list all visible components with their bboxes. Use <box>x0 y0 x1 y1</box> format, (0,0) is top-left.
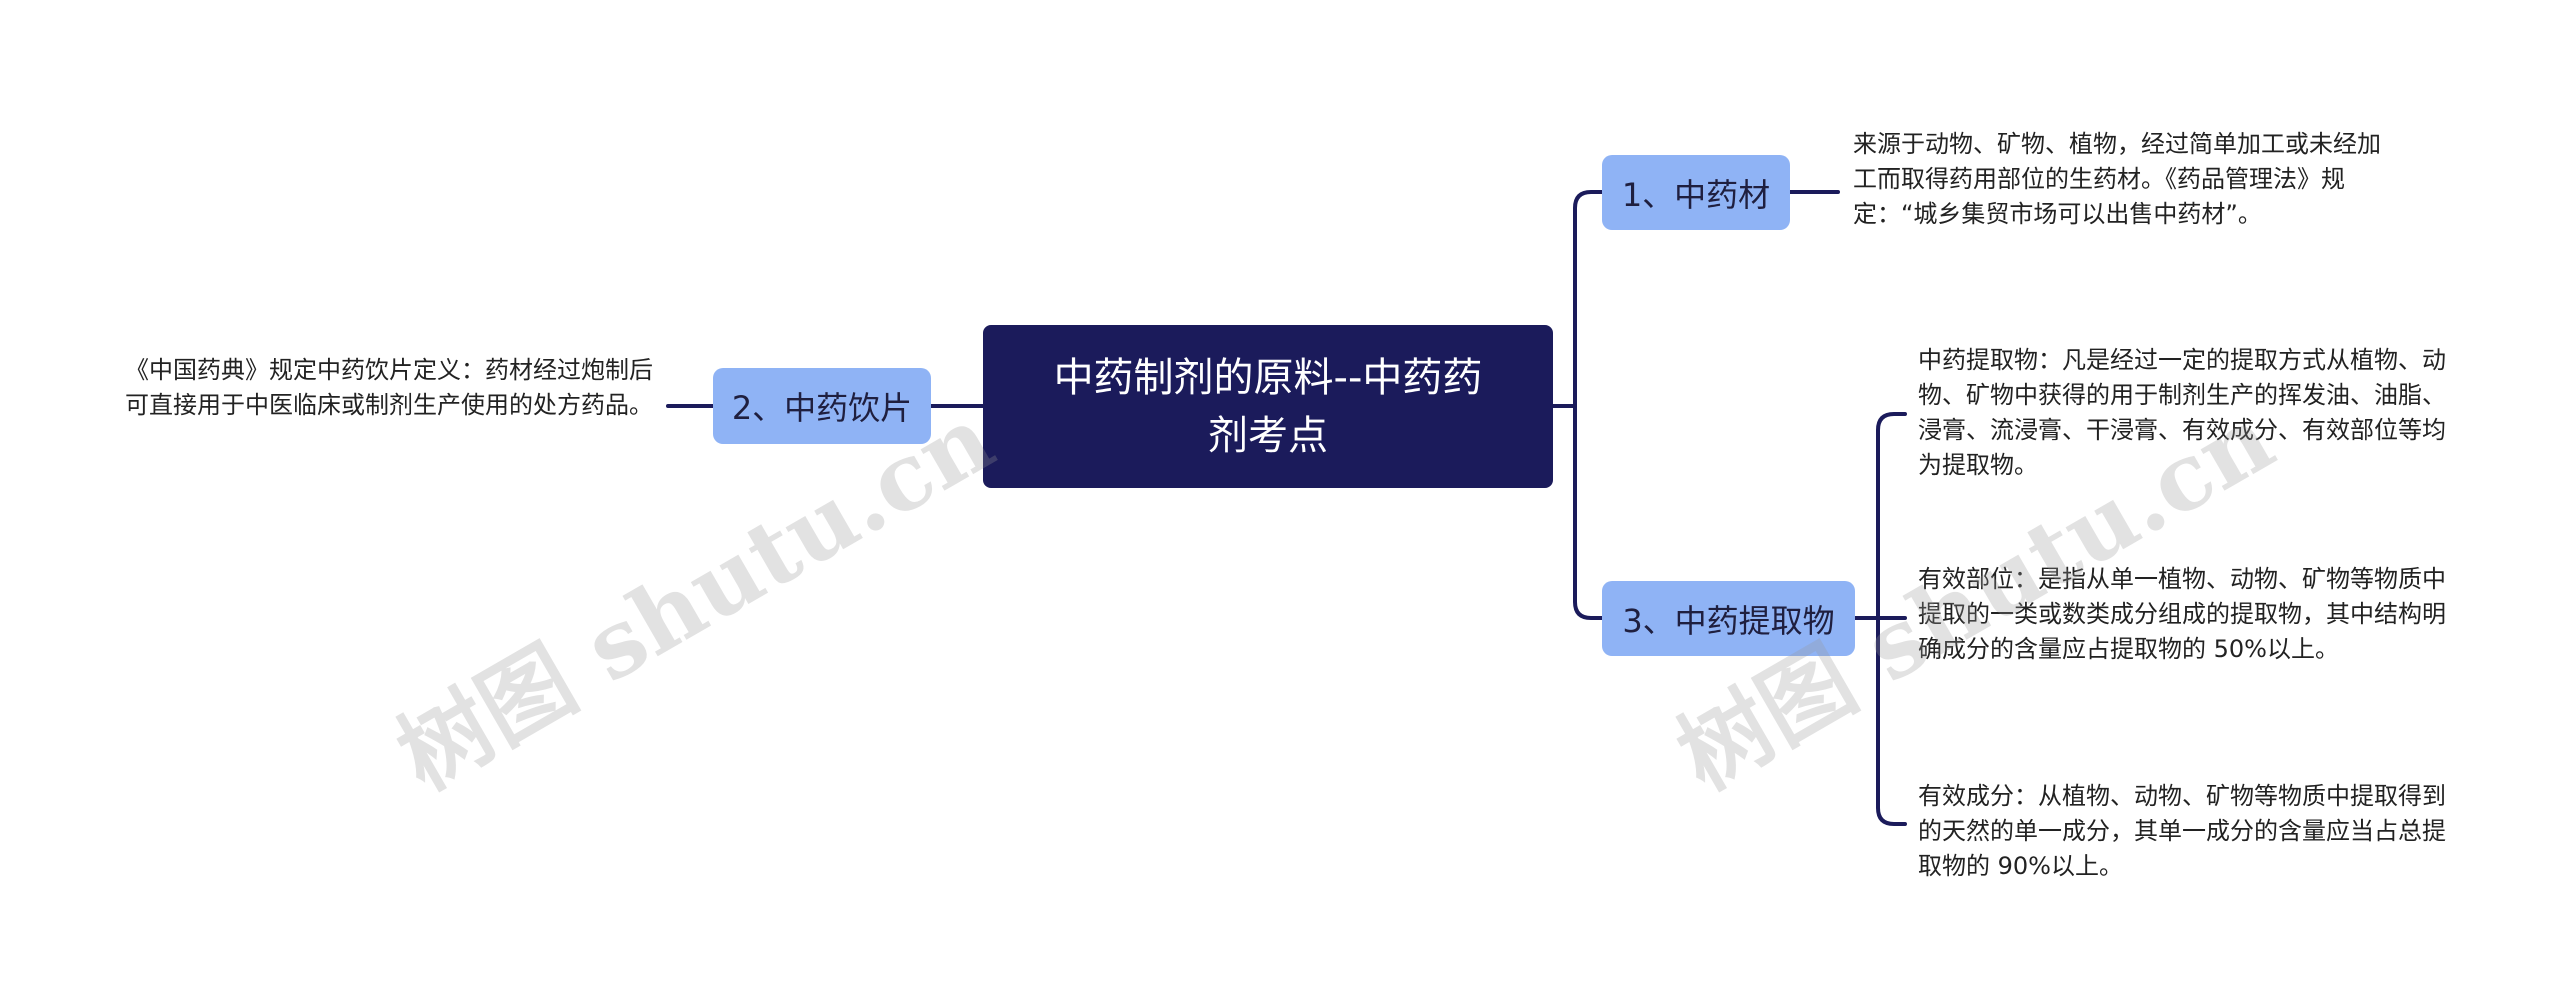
leaf-node-extract-definition[interactable]: 中药提取物：凡是经过一定的提取方式从植物、动物、矿物中获得的用于制剂生产的挥发油… <box>1918 346 2446 479</box>
connector-root-to-extract <box>1573 404 1604 620</box>
connector-extract-to-component <box>1876 616 1907 826</box>
leaf-node-materials-description[interactable]: 来源于动物、矿物、植物，经过简单加工或未经加工而取得药用部位的生药材。《药品管理… <box>1853 130 2381 228</box>
root-node[interactable]: 中药制剂的原料--中药药 剂考点 <box>983 325 1553 488</box>
root-node-text: 中药制剂的原料--中药药 剂考点 <box>1054 349 1483 465</box>
leaf-node-effective-component[interactable]: 有效成分：从植物、动物、矿物等物质中提取得到的天然的单一成分，其单一成分的含量应… <box>1918 782 2446 880</box>
branch-node-extracts[interactable]: 3、中药提取物 <box>1602 581 1855 656</box>
branch-node-label: 1、中药材 <box>1621 175 1771 214</box>
root-node-line1: 中药制剂的原料--中药药 <box>1053 354 1483 401</box>
connector-root-to-materials <box>1573 190 1604 408</box>
leaf-node-effective-fraction[interactable]: 有效部位：是指从单一植物、动物、矿物等物质中提取的一类或数类成分组成的提取物，其… <box>1918 565 2446 663</box>
branch-node-label: 2、中药饮片 <box>731 389 913 427</box>
root-node-line2: 剂考点 <box>1208 412 1328 459</box>
connector-extract-to-definition <box>1876 412 1907 620</box>
branch-node-label: 3、中药提取物 <box>1622 601 1835 640</box>
leaf-node-decoction-pieces-description[interactable]: 《中国药典》规定中药饮片定义：药材经过炮制后可直接用于中医临床或制剂生产使用的处… <box>125 356 653 419</box>
branch-node-decoction-pieces[interactable]: 2、中药饮片 <box>713 368 931 444</box>
branch-node-materials[interactable]: 1、中药材 <box>1602 155 1790 230</box>
